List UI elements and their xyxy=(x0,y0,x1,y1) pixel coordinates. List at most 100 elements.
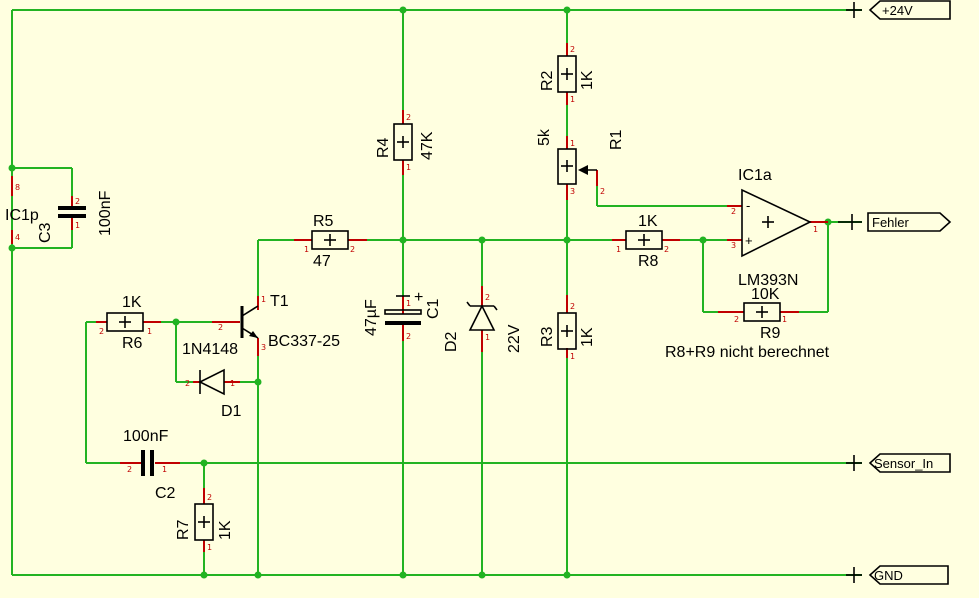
svg-text:2: 2 xyxy=(734,315,739,324)
wires xyxy=(11,9,862,576)
ic1a-name: IC1a xyxy=(738,167,772,184)
svg-text:8: 8 xyxy=(15,183,20,192)
c2-value: 100nF xyxy=(123,428,169,445)
svg-text:2: 2 xyxy=(406,332,411,341)
d2-name: D2 xyxy=(443,331,460,352)
d2-value: 22V xyxy=(506,324,523,353)
svg-text:2: 2 xyxy=(350,245,355,254)
port-vcc: +24V xyxy=(846,0,951,20)
svg-text:1: 1 xyxy=(147,327,152,336)
port-sensor-label: Sensor_In xyxy=(874,456,933,471)
resistor-r7: 2 1 R7 1K xyxy=(175,488,234,552)
svg-text:2: 2 xyxy=(485,293,490,302)
d1-name: D1 xyxy=(221,403,242,420)
junctions xyxy=(8,6,832,579)
svg-text:1: 1 xyxy=(207,543,212,552)
svg-text:1: 1 xyxy=(570,95,575,104)
t1-value: BC337-25 xyxy=(268,333,340,350)
c1-name: C1 xyxy=(425,298,442,319)
svg-text:2: 2 xyxy=(600,187,605,196)
r8-name: R8 xyxy=(638,253,659,270)
svg-text:3: 3 xyxy=(261,343,266,352)
svg-text:1: 1 xyxy=(230,379,235,388)
svg-text:4: 4 xyxy=(15,233,20,242)
port-gnd-label: GND xyxy=(874,568,903,583)
svg-text:2: 2 xyxy=(570,45,575,54)
svg-text:1: 1 xyxy=(570,139,575,148)
svg-text:2: 2 xyxy=(664,245,669,254)
capacitor-c2: 2 1 100nF C2 xyxy=(120,428,180,502)
resistor-r9: 2 1 10K R9 xyxy=(718,286,799,342)
svg-text:1: 1 xyxy=(406,299,411,308)
capacitor-c3: 2 1 C3 100nF xyxy=(37,190,114,243)
svg-text:2: 2 xyxy=(570,302,575,311)
ic1a-plus: + xyxy=(745,233,753,248)
c1-plus: + xyxy=(414,289,423,306)
svg-text:1: 1 xyxy=(406,163,411,172)
resistor-r6: 2 1 1K R6 xyxy=(96,294,161,352)
ic1-power-symbol: 8 4 IC1p xyxy=(5,176,39,244)
svg-text:1: 1 xyxy=(782,315,787,324)
svg-text:2: 2 xyxy=(75,197,80,206)
ic1a-minus: - xyxy=(746,198,750,213)
ic1a-value: LM393N xyxy=(738,272,798,289)
svg-text:1: 1 xyxy=(75,221,80,230)
c1-value: 47µF xyxy=(363,299,380,336)
svg-text:2: 2 xyxy=(185,379,190,388)
zener-diode-d2: 2 1 D2 22V xyxy=(443,286,523,353)
resistor-r3: 2 1 R3 1K xyxy=(539,295,596,361)
r4-name: R4 xyxy=(375,137,392,158)
svg-text:2: 2 xyxy=(406,113,411,122)
svg-text:2: 2 xyxy=(99,327,104,336)
r8-value: 1K xyxy=(638,213,658,230)
r5-value: 47 xyxy=(313,253,331,270)
diode-d1: 2 1 1N4148 D1 xyxy=(182,341,242,420)
comparator-ic1a: - + 2 3 1 IC1a LM393N xyxy=(727,167,828,289)
resistor-r2: 2 1 R2 1K xyxy=(539,43,596,105)
c2-name: C2 xyxy=(155,485,176,502)
svg-text:1: 1 xyxy=(162,465,167,474)
r6-value: 1K xyxy=(122,294,142,311)
svg-text:2: 2 xyxy=(127,465,132,474)
resistor-r5: 1 2 R5 47 xyxy=(294,213,367,270)
r9-value: 10K xyxy=(751,286,780,303)
transistor-t1: 2 1 3 T1 BC337-25 xyxy=(212,293,340,356)
svg-text:3: 3 xyxy=(570,187,575,196)
svg-text:1: 1 xyxy=(616,245,621,254)
port-fehler-label: Fehler xyxy=(872,215,910,230)
svg-text:2: 2 xyxy=(731,207,736,216)
svg-text:2: 2 xyxy=(207,493,212,502)
r3-value: 1K xyxy=(579,327,596,347)
svg-text:2: 2 xyxy=(218,323,223,332)
r4-value: 47K xyxy=(419,131,436,160)
capacitor-c1: + 1 2 47µF C1 xyxy=(363,289,442,341)
port-sensor-in: Sensor_In xyxy=(846,453,951,473)
r5-name: R5 xyxy=(313,213,334,230)
r3-name: R3 xyxy=(539,326,556,347)
svg-text:1: 1 xyxy=(261,295,266,304)
c3-name: C3 xyxy=(37,222,54,243)
c3-value: 100nF xyxy=(97,190,114,236)
svg-text:1: 1 xyxy=(813,225,818,234)
r2-value: 1K xyxy=(579,70,596,90)
r1-name: R1 xyxy=(608,129,625,150)
svg-text:1: 1 xyxy=(485,333,490,342)
resistor-r4: 2 1 R4 47K xyxy=(375,110,436,175)
port-gnd: GND xyxy=(846,565,949,585)
svg-text:3: 3 xyxy=(731,241,736,250)
port-fehler: Fehler xyxy=(838,212,952,232)
resistor-r8: 1 2 1K R8 xyxy=(612,213,680,270)
potentiometer-r1: 1 3 2 5k R1 xyxy=(536,128,625,200)
r9-name: R9 xyxy=(760,325,781,342)
ic1p-label: IC1p xyxy=(5,207,39,224)
port-vcc-label: +24V xyxy=(882,3,913,18)
note-r8-r9: R8+R9 nicht berechnet xyxy=(665,344,830,361)
r1-value: 5k xyxy=(536,128,553,146)
svg-text:1: 1 xyxy=(570,352,575,361)
d1-value: 1N4148 xyxy=(182,341,238,358)
r7-value: 1K xyxy=(217,520,234,540)
svg-text:1: 1 xyxy=(304,245,309,254)
r7-name: R7 xyxy=(175,519,192,540)
